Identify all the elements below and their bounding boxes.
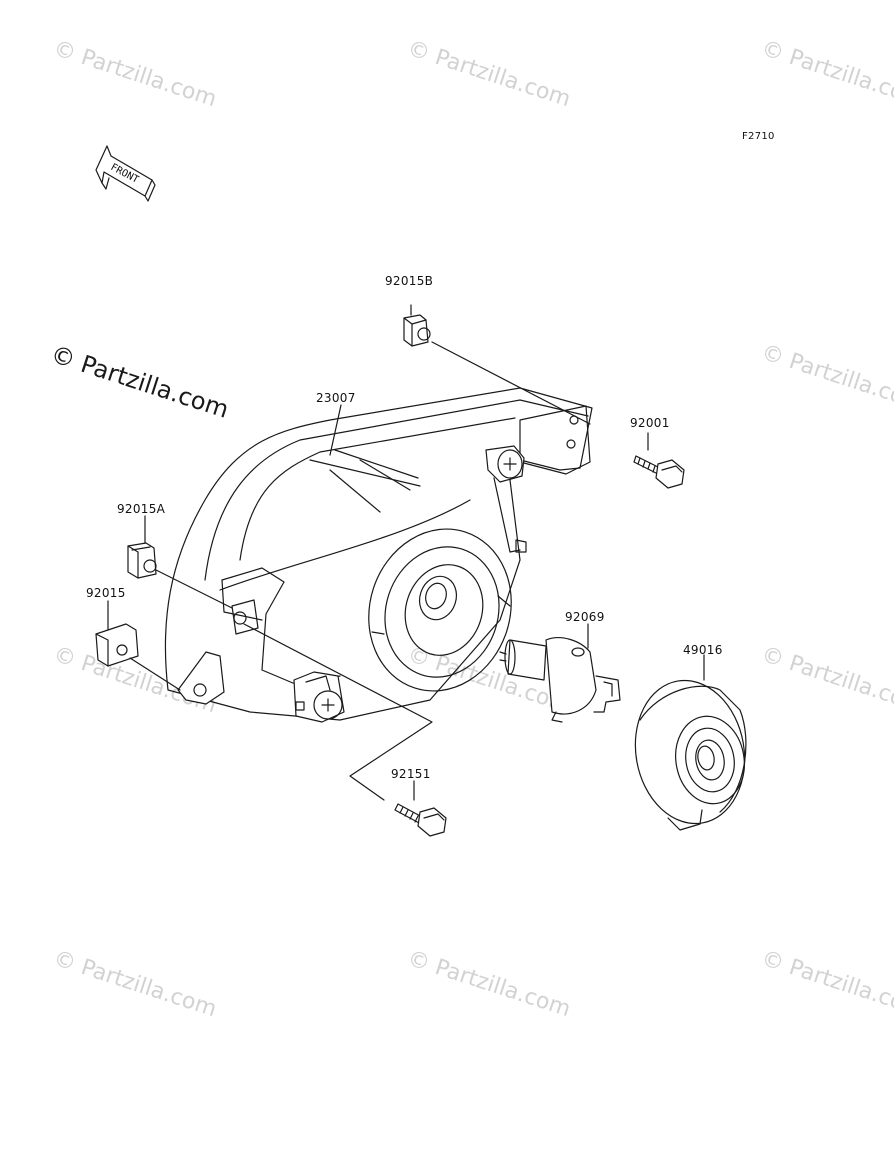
callout-92015a: 92015A (117, 502, 166, 516)
clip-nut-92015a (127, 542, 157, 579)
leader-line (155, 569, 233, 609)
leader-line (243, 623, 433, 801)
callout-49016: 49016 (683, 643, 723, 657)
clip-nut-92015b (403, 314, 431, 347)
bolt-92001 (633, 455, 685, 489)
callout-92151: 92151 (391, 767, 431, 781)
callout-92001: 92001 (630, 416, 670, 430)
headlight-housing-23007 (164, 387, 593, 723)
figure-id: F2710 (742, 131, 775, 142)
bolt-92151 (394, 803, 447, 837)
bulb-92069 (499, 637, 621, 723)
callout-23007: 23007 (316, 391, 356, 405)
callout-92069: 92069 (565, 610, 605, 624)
leader-line (129, 657, 181, 691)
socket-cover-49016 (634, 679, 747, 831)
clip-nut-92015 (95, 623, 139, 667)
callout-92015: 92015 (86, 586, 126, 600)
callout-92015b: 92015B (385, 274, 434, 288)
front-arrow-icon: FRONT (95, 145, 156, 202)
leader-line (329, 404, 342, 456)
